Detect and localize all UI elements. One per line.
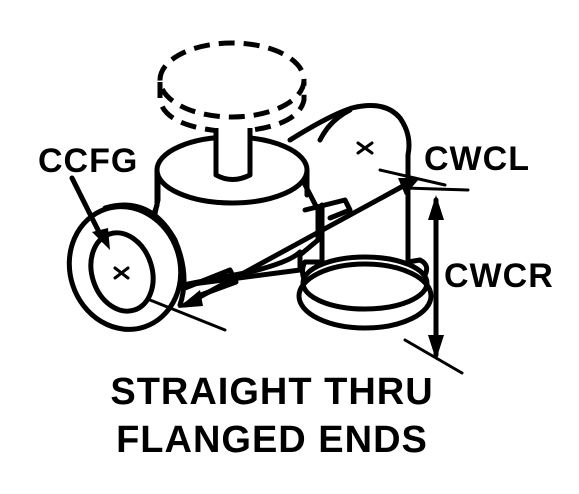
valve-body xyxy=(66,103,434,332)
ccfg-label: CCFG xyxy=(38,142,138,180)
cwcl-label: CWCL xyxy=(424,140,530,178)
cwcr-label: CWCR xyxy=(444,257,554,295)
cwcl-dimension xyxy=(148,168,447,332)
ccfg-dimension xyxy=(69,175,110,250)
caption-line-1: STRAIGHT THRU xyxy=(110,371,433,413)
handwheel-phantom xyxy=(157,40,307,135)
cwcr-dimension xyxy=(403,186,470,375)
center-marks xyxy=(113,141,374,280)
caption-line-2: FLANGED ENDS xyxy=(116,419,428,461)
